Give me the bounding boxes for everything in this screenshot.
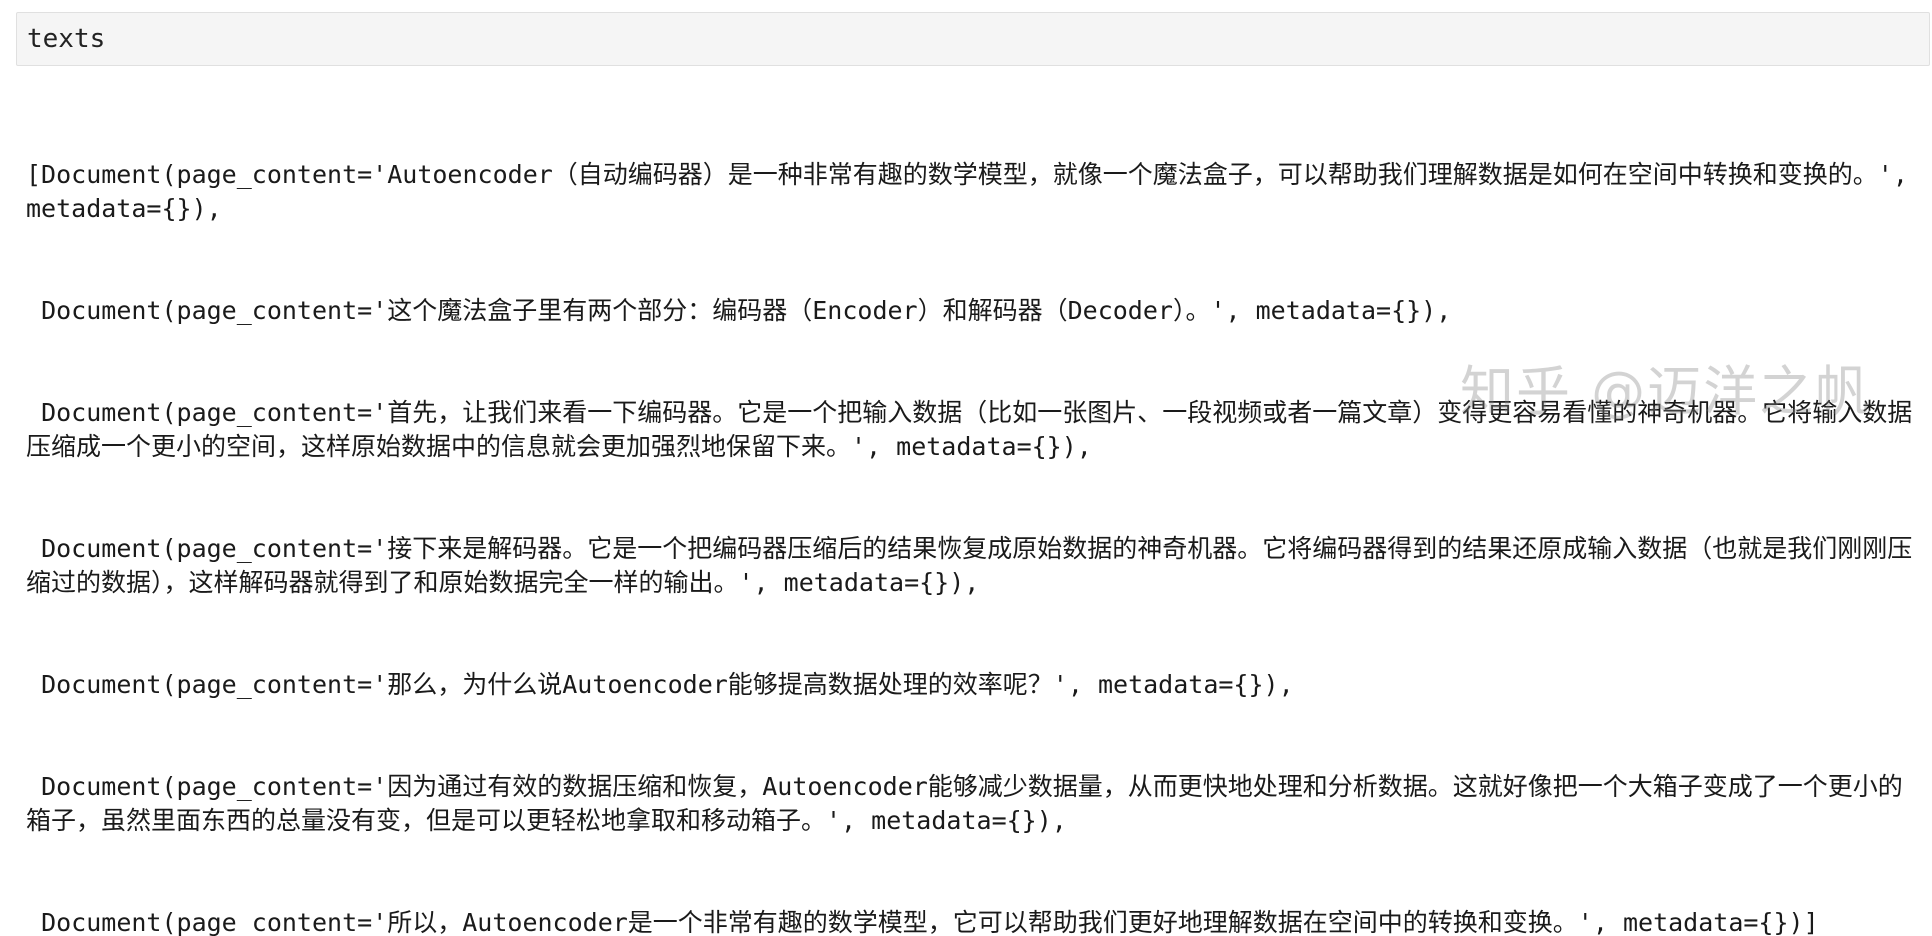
output-line: Document(page_content='接下来是解码器。它是一个把编码器压… [26, 534, 1913, 597]
output-line: Document(page_content='这个魔法盒子里有两个部分：编码器（… [26, 296, 1452, 325]
output-line: Document(page_content='所以，Autoencoder是一个… [26, 908, 1819, 936]
output-line: Document(page_content='首先，让我们来看一下编码器。它是一… [26, 398, 1913, 461]
output-line: [Document(page_content='Autoencoder（自动编码… [26, 160, 1923, 223]
code-output-cell: [Document(page_content='Autoencoder（自动编码… [26, 90, 1916, 936]
output-line: Document(page_content='那么，为什么说Autoencode… [26, 670, 1294, 699]
output-line: Document(page_content='因为通过有效的数据压缩和恢复，Au… [26, 772, 1903, 835]
code-input-cell[interactable]: texts [16, 12, 1930, 66]
code-input-text: texts [27, 24, 106, 54]
